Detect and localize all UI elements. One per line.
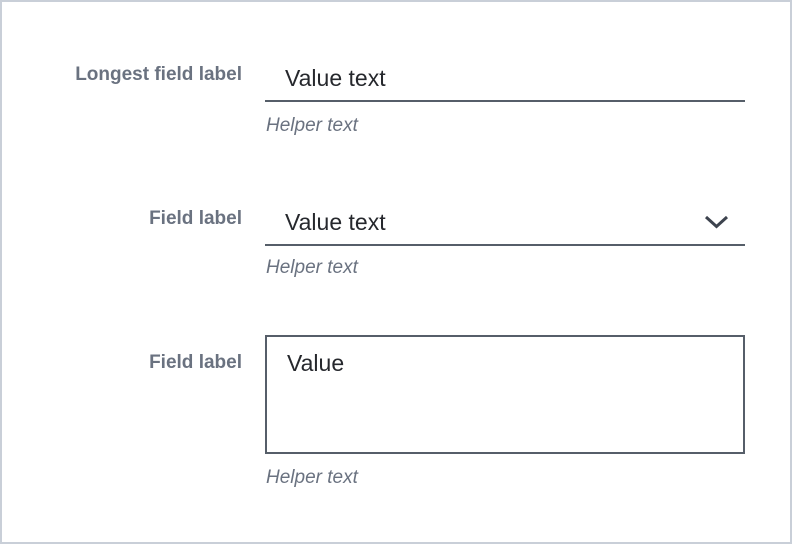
helper-text-3: Helper text [266, 467, 358, 488]
helper-text-1: Helper text [266, 115, 358, 136]
text-input[interactable] [265, 56, 745, 102]
select-value: Value text [285, 208, 386, 235]
field-label-textarea: Field label [149, 352, 242, 373]
textarea-input[interactable]: Value [265, 335, 745, 454]
field-label-select: Field label [149, 208, 242, 229]
chevron-down-icon [704, 215, 729, 229]
helper-text-2: Helper text [266, 257, 358, 278]
field-label-text-input: Longest field label [75, 64, 242, 85]
select-input[interactable]: Value text [265, 200, 745, 246]
